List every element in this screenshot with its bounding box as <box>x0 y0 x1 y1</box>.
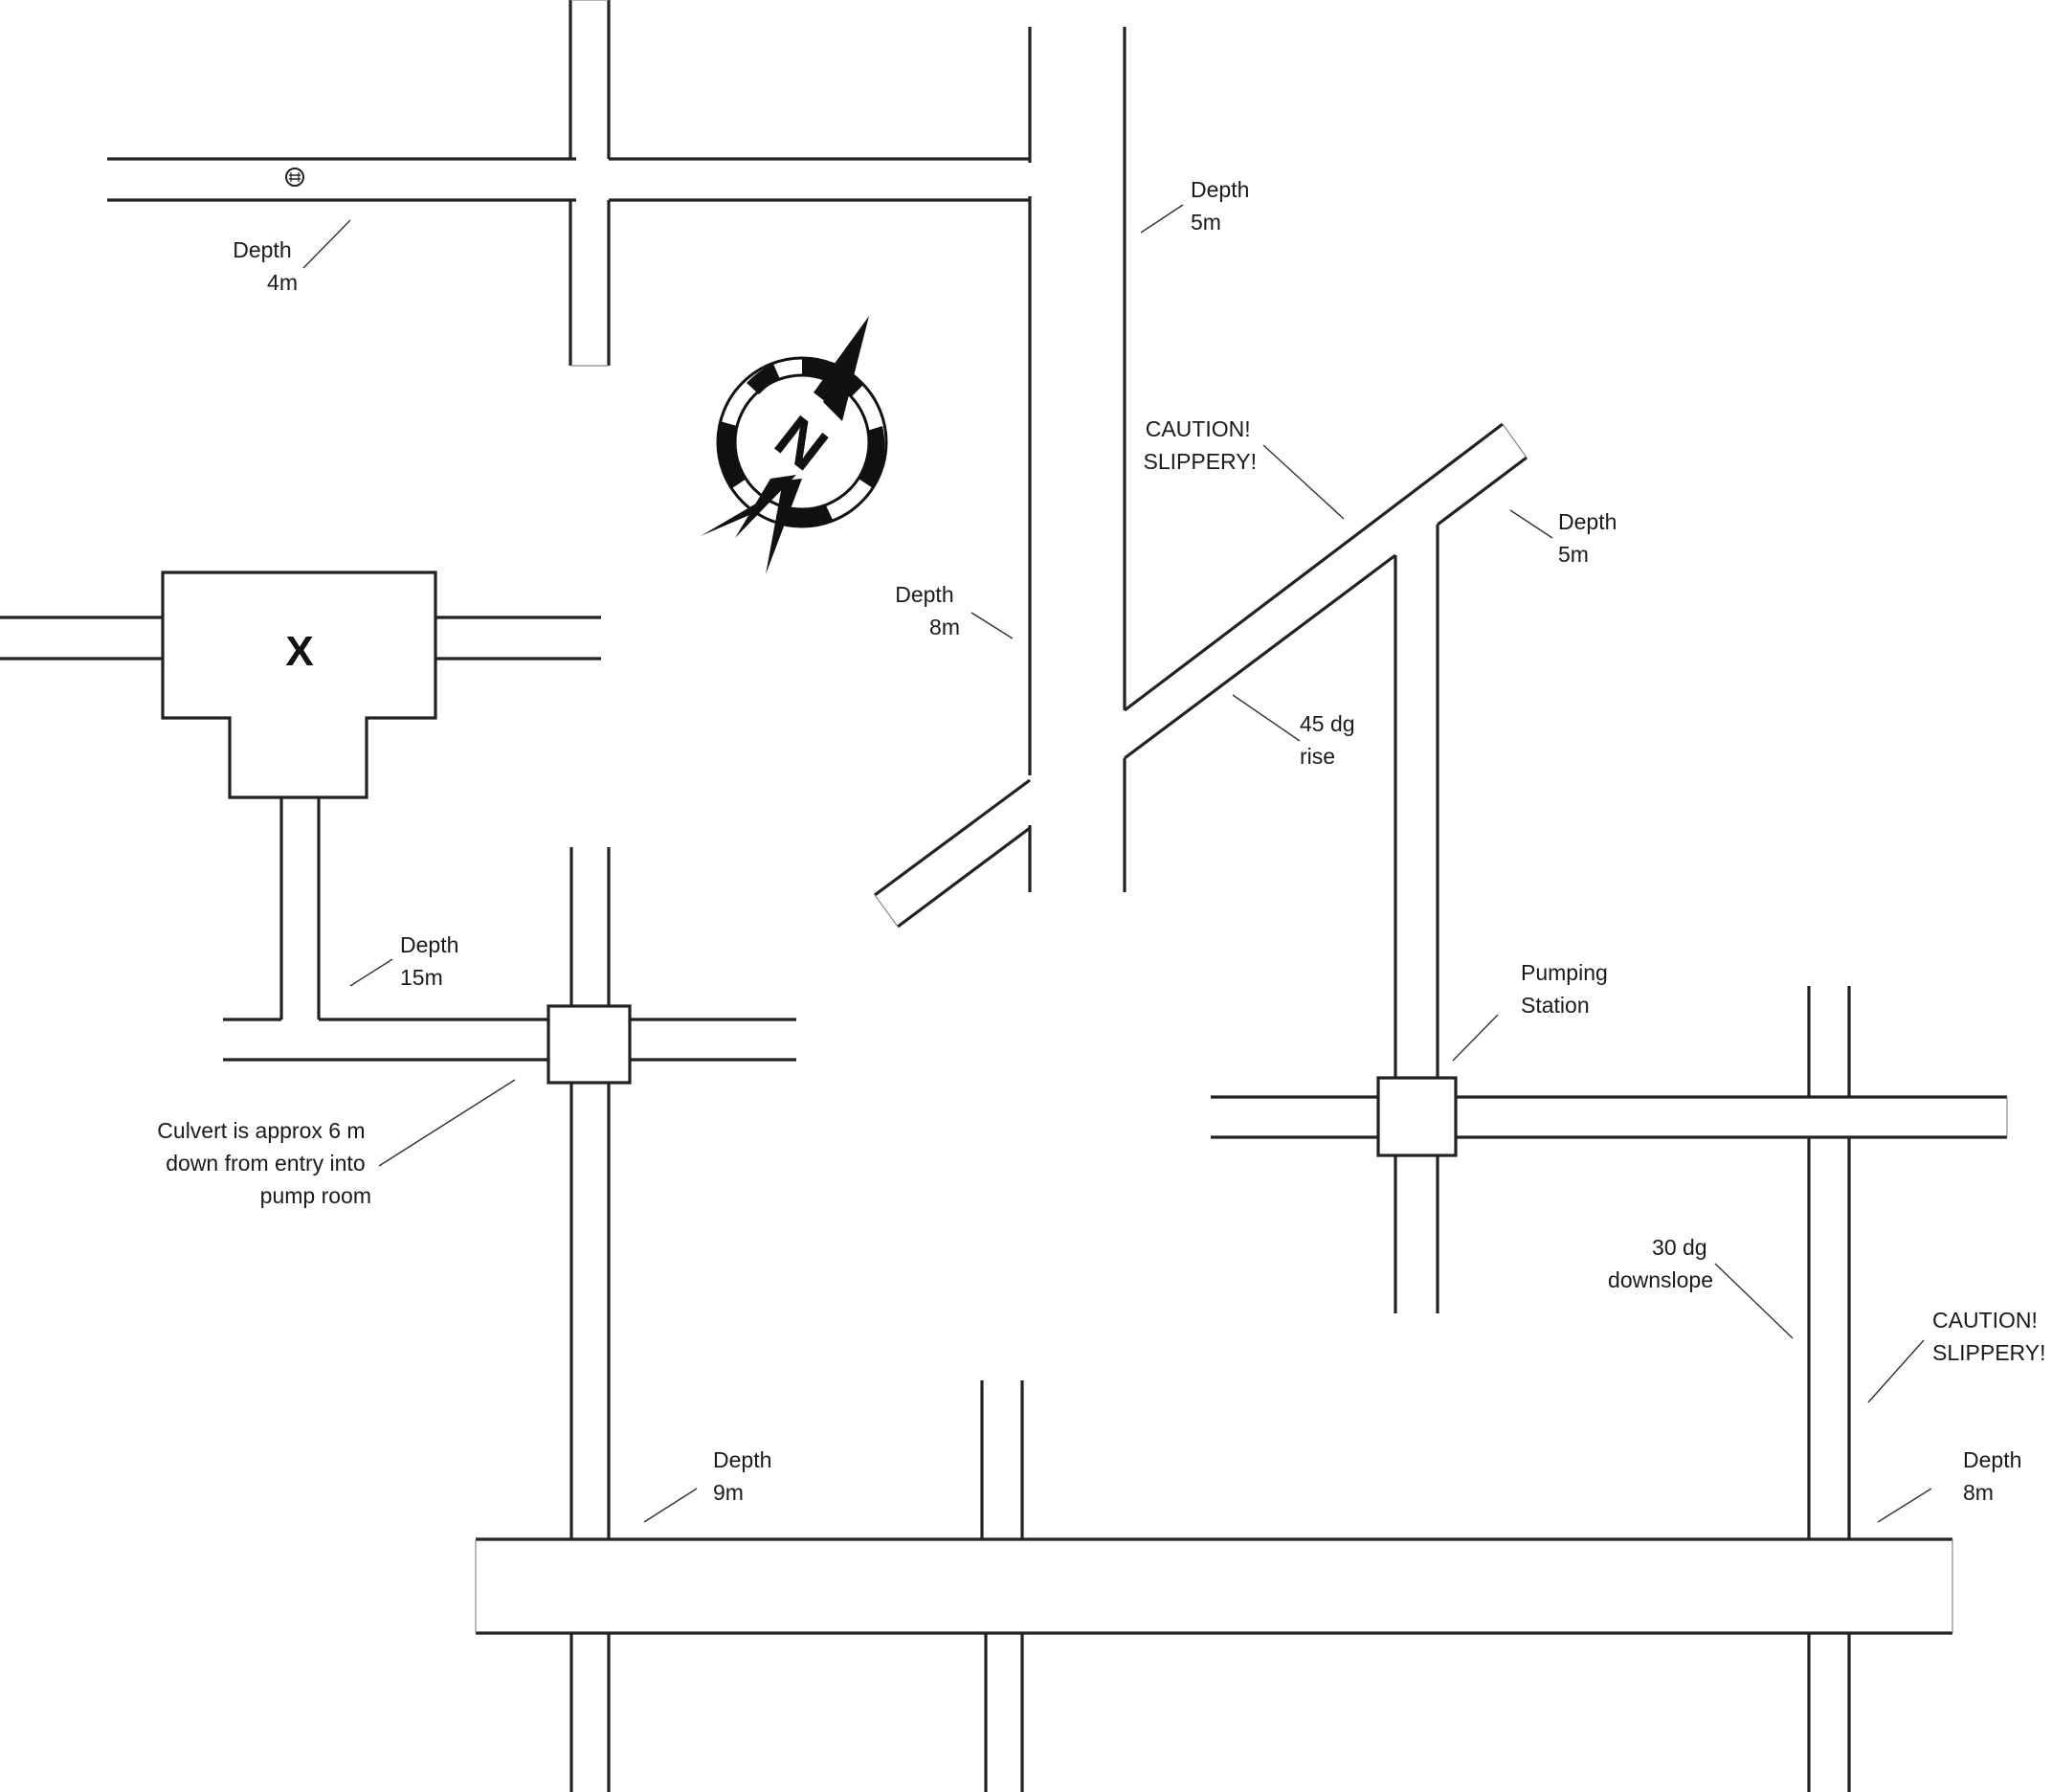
target-room: X <box>0 571 601 1019</box>
label-depth-4m: Depth 4m <box>233 237 298 295</box>
labels: Depth 4m Depth 5m CAUTION! SLIPPERY! Dep… <box>157 177 2045 1505</box>
label-caution-upper: CAUTION! SLIPPERY! <box>1144 416 1257 474</box>
label-culvert-note: Culvert is approx 6 m down from entry in… <box>157 1118 371 1208</box>
label-depth-15m: Depth 15m <box>400 932 465 990</box>
tunnel-west-junction <box>223 847 796 1539</box>
label-pumping-station: Pumping Station <box>1521 960 1614 1018</box>
manhole-icon <box>285 168 304 187</box>
label-depth-5m-east: Depth 5m <box>1558 509 1623 567</box>
label-depth-8m-south: Depth 8m <box>1963 1447 2028 1505</box>
label-caution-lower: CAUTION! SLIPPERY! <box>1932 1308 2045 1365</box>
pumping-station <box>1211 986 2008 1539</box>
target-mark: X <box>285 628 313 675</box>
label-depth-8m-central: Depth 8m <box>895 582 960 639</box>
label-depth-5m-north: Depth 5m <box>1191 177 1256 235</box>
tunnel-northwest <box>107 0 1030 367</box>
annotation-leaders <box>302 204 1932 1523</box>
label-downslope-30: 30 dg downslope <box>1608 1235 1713 1292</box>
tunnel-north-corridor <box>874 27 1126 929</box>
tunnel-south-main <box>475 1380 1953 1792</box>
compass-rose: N <box>701 316 888 574</box>
label-rise-45: 45 dg rise <box>1300 711 1361 769</box>
label-depth-9m: Depth 9m <box>713 1447 778 1505</box>
tunnel-northeast-diagonal <box>1124 422 1528 1082</box>
